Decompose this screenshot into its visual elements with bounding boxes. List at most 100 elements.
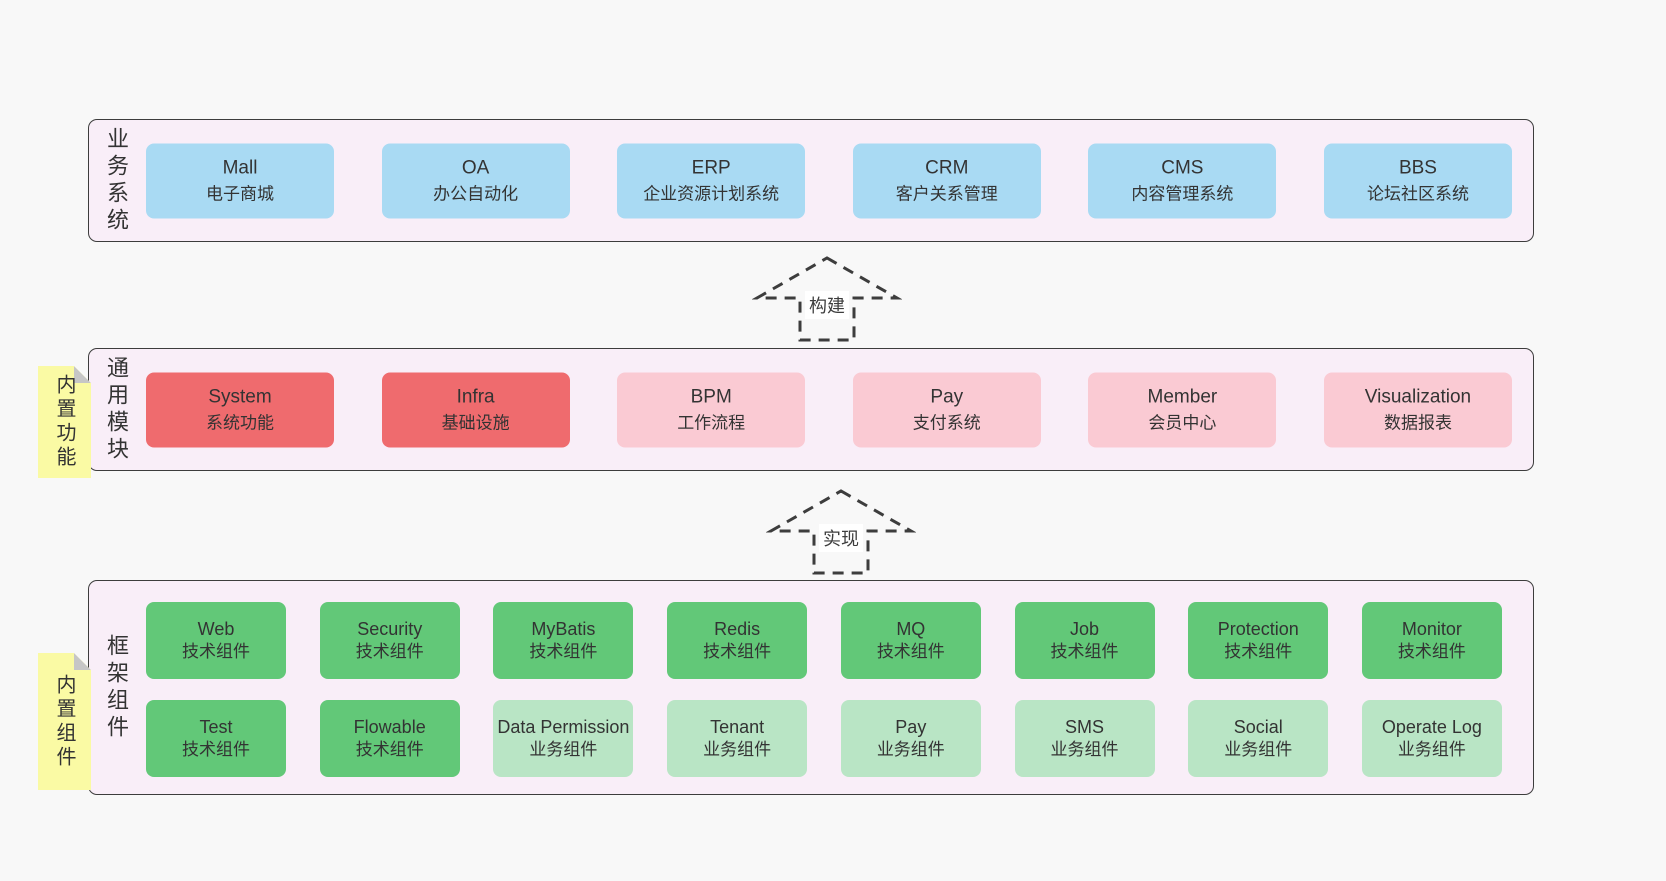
box-desc: 技术组件: [182, 642, 250, 662]
box-cms: CMS 内容管理系统: [1088, 143, 1277, 218]
built-in-components-sticky: 内置组件: [38, 653, 91, 790]
box-name: Infra: [456, 386, 495, 408]
box-member: Member 会员中心: [1088, 372, 1277, 447]
box-desc: 系统功能: [206, 413, 274, 433]
box-system: System 系统功能: [146, 372, 334, 447]
box-name: OA: [461, 157, 490, 179]
box-name: Security: [357, 618, 423, 639]
box-desc: 技术组件: [1397, 642, 1466, 662]
box-name: Data Permission: [497, 716, 630, 737]
box-infra: Infra 基础设施: [381, 372, 570, 447]
framework-components-row-2: Test 技术组件 Flowable 技术组件 Data Permission …: [146, 700, 1502, 777]
box-desc: 客户关系管理: [895, 184, 998, 204]
box-desc: 论坛社区系统: [1366, 184, 1469, 204]
box-oa: OA 办公自动化: [381, 143, 570, 218]
box-desc: 业务组件: [876, 740, 945, 760]
framework-components-panel: 框架组件 Web 技术组件 Security 技术组件 MyBatis 技术组件…: [88, 580, 1534, 795]
box-web: Web 技术组件: [146, 602, 286, 679]
box-desc: 会员中心: [1148, 413, 1217, 433]
build-arrow: 构建: [752, 254, 902, 344]
box-bpm: BPM 工作流程: [617, 372, 806, 447]
box-name: Protection: [1217, 618, 1299, 639]
box-name: Pay: [895, 716, 927, 737]
box-desc: 企业资源计划系统: [643, 184, 780, 204]
box-desc: 业务组件: [529, 740, 598, 760]
box-pay: Pay 支付系统: [852, 372, 1041, 447]
box-name: Social: [1233, 716, 1283, 737]
box-flowable: Flowable 技术组件: [319, 700, 460, 777]
box-name: Tenant: [710, 716, 765, 737]
implement-arrow-label: 实现: [819, 524, 863, 553]
box-social: Social 业务组件: [1188, 700, 1329, 777]
common-modules-label: 通用模块: [104, 355, 129, 464]
box-name: Member: [1147, 386, 1218, 408]
box-desc: 工作流程: [677, 413, 746, 433]
box-desc: 办公自动化: [433, 184, 519, 204]
build-arrow-label: 构建: [805, 291, 849, 320]
box-desc: 业务组件: [703, 740, 772, 760]
box-mybatis: MyBatis 技术组件: [493, 602, 634, 679]
box-name: CRM: [925, 157, 969, 179]
box-visualization: Visualization 数据报表: [1323, 372, 1512, 447]
common-modules-panel: 通用模块 System 系统功能 Infra 基础设施 BPM 工作流程 Pay…: [88, 348, 1534, 471]
box-name: Visualization: [1364, 386, 1472, 408]
implement-arrow: 实现: [766, 487, 916, 577]
business-systems-panel: 业务系统 Mall 电子商城 OA 办公自动化 ERP 企业资源计划系统 CRM…: [88, 119, 1534, 242]
box-desc: 业务组件: [1397, 740, 1466, 760]
box-desc: 业务组件: [1050, 740, 1119, 760]
box-name: SMS: [1065, 716, 1105, 737]
box-name: Pay: [930, 386, 964, 408]
box-job: Job 技术组件: [1014, 602, 1155, 679]
box-desc: 技术组件: [182, 740, 250, 760]
box-desc: 基础设施: [441, 413, 510, 433]
up-arrow-icon: [752, 256, 902, 342]
box-mall: Mall 电子商城: [146, 143, 334, 218]
box-name: CMS: [1161, 157, 1204, 179]
box-desc: 数据报表: [1383, 413, 1452, 433]
box-desc: 技术组件: [1224, 642, 1293, 662]
box-name: BBS: [1398, 157, 1437, 179]
framework-components-row-1: Web 技术组件 Security 技术组件 MyBatis 技术组件 Redi…: [146, 602, 1502, 679]
box-name: Monitor: [1401, 618, 1462, 639]
box-name: System: [208, 386, 272, 408]
box-mq: MQ 技术组件: [840, 602, 981, 679]
box-security: Security 技术组件: [319, 602, 460, 679]
box-desc: 支付系统: [912, 413, 981, 433]
box-tenant: Tenant 业务组件: [667, 700, 808, 777]
up-arrow-icon: [766, 489, 916, 575]
box-name: Flowable: [353, 716, 426, 737]
box-name: MyBatis: [531, 618, 596, 639]
box-desc: 技术组件: [703, 642, 772, 662]
box-desc: 业务组件: [1224, 740, 1293, 760]
box-name: Operate Log: [1381, 716, 1482, 737]
box-name: ERP: [691, 157, 731, 179]
box-name: BPM: [690, 386, 732, 408]
box-desc: 内容管理系统: [1131, 184, 1234, 204]
box-monitor: Monitor 技术组件: [1361, 602, 1502, 679]
box-name: Web: [197, 618, 235, 639]
box-name: Test: [199, 716, 233, 737]
framework-components-label: 框架组件: [104, 633, 129, 742]
built-in-components-label: 内置组件: [53, 673, 75, 770]
box-name: Job: [1070, 618, 1100, 639]
box-redis: Redis 技术组件: [667, 602, 808, 679]
box-desc: 技术组件: [1050, 642, 1119, 662]
box-protection: Protection 技术组件: [1188, 602, 1329, 679]
box-desc: 技术组件: [529, 642, 598, 662]
box-desc: 电子商城: [206, 184, 274, 204]
box-desc: 技术组件: [876, 642, 945, 662]
box-name: MQ: [896, 618, 926, 639]
box-name: Mall: [222, 157, 258, 179]
business-systems-label: 业务系统: [104, 126, 129, 235]
box-bbs: BBS 论坛社区系统: [1323, 143, 1512, 218]
box-operate-log: Operate Log 业务组件: [1361, 700, 1502, 777]
box-name: Redis: [714, 618, 761, 639]
box-sms: SMS 业务组件: [1014, 700, 1155, 777]
box-pay-component: Pay 业务组件: [840, 700, 981, 777]
common-modules-row: System 系统功能 Infra 基础设施 BPM 工作流程 Pay 支付系统…: [146, 372, 1512, 447]
built-in-features-label: 内置功能: [53, 374, 75, 470]
box-desc: 技术组件: [355, 740, 424, 760]
box-data-permission: Data Permission 业务组件: [493, 700, 634, 777]
box-desc: 技术组件: [355, 642, 424, 662]
